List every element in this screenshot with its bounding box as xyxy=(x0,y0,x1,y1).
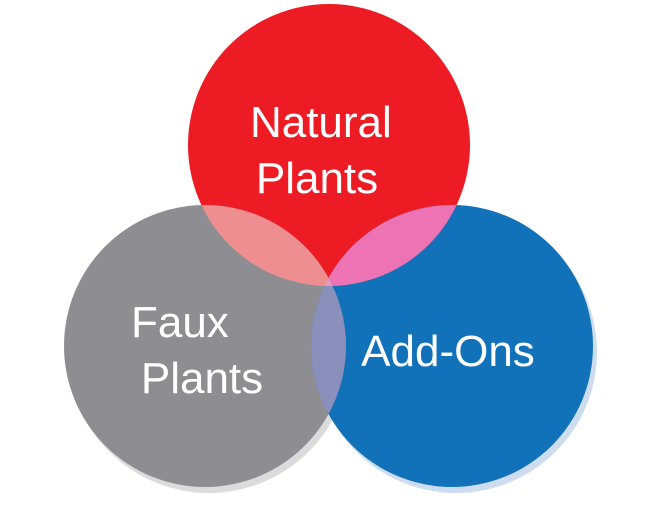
faux-plants-label-line-2: Plants xyxy=(141,354,263,403)
natural-plants-label-line-2: Plants xyxy=(256,154,378,203)
faux-plants-label-line-1: Faux xyxy=(131,298,229,347)
add-ons-label: Add-Ons xyxy=(361,327,535,376)
faux-plants-circle xyxy=(64,205,346,487)
add-ons-label-line-1: Add-Ons xyxy=(361,327,535,376)
natural-plants-label: Natural Plants xyxy=(250,98,404,203)
natural-plants-label-line-1: Natural xyxy=(250,98,392,147)
faux-plants-label: Faux Plants xyxy=(131,298,263,403)
overlap-natural-addons xyxy=(311,205,470,286)
